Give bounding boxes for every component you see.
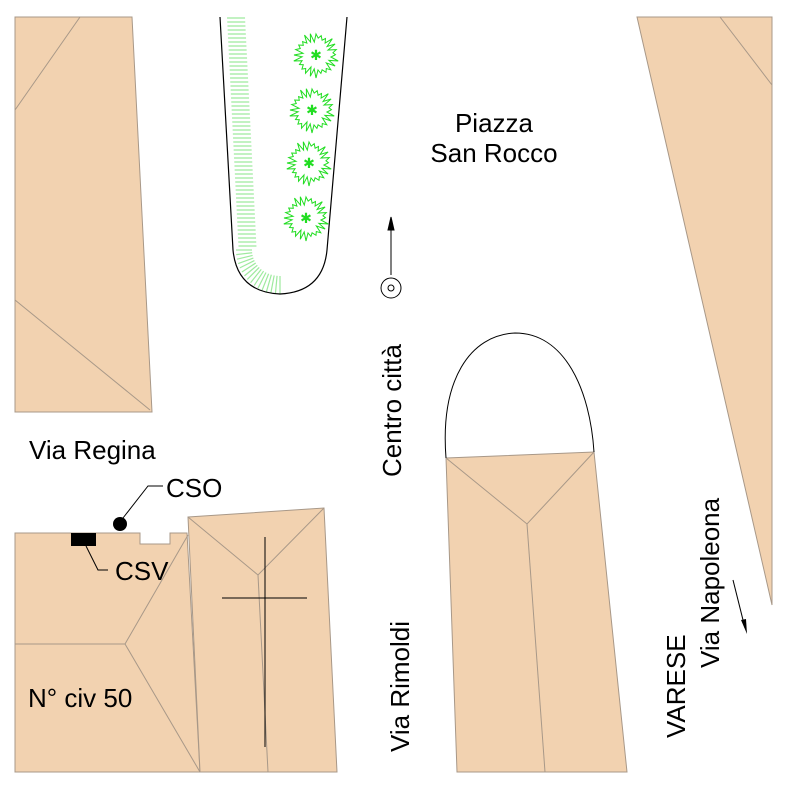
building-civic-50: [14, 532, 201, 773]
label-centro-citta: Centro città: [377, 344, 407, 477]
tree-icon: [289, 87, 335, 134]
north-arrow-icon: [380, 216, 402, 299]
tree-center-icon: ✱: [306, 104, 318, 119]
church-cross: [222, 537, 307, 747]
tree-icon: [283, 195, 329, 242]
csv-marker: [71, 533, 108, 571]
label-csv: CSV: [115, 556, 169, 586]
building-top-left: [14, 16, 153, 413]
center-arch-outline: [444, 332, 595, 459]
grass-hatching: [227, 17, 281, 294]
traffic-island: ✱ ✱ ✱ ✱: [219, 16, 348, 295]
label-piazza: Piazza: [455, 108, 534, 138]
label-via-rimoldi: Via Rimoldi: [385, 621, 415, 752]
tree-center-icon: ✱: [300, 212, 312, 227]
csv-valve-icon: [71, 533, 96, 546]
label-civic-number: N° civ 50: [28, 683, 132, 713]
tree-icon: [293, 32, 339, 79]
label-via-napoleona: Via Napoleona: [695, 497, 725, 668]
building-center: [445, 451, 628, 773]
label-varese: VARESE: [661, 634, 691, 738]
label-via-regina: Via Regina: [29, 435, 156, 465]
one-way-arrow-icon: [732, 579, 747, 634]
cso-marker: [113, 485, 163, 531]
tree-center-icon: ✱: [303, 157, 315, 172]
building-top-right: [636, 16, 773, 606]
label-cso: CSO: [166, 473, 222, 503]
cso-manhole-icon: [113, 517, 127, 531]
tree-row: ✱ ✱ ✱ ✱: [283, 32, 339, 242]
tree-center-icon: ✱: [310, 49, 322, 64]
label-san-rocco: San Rocco: [430, 138, 557, 168]
building-church: [187, 507, 338, 773]
tree-icon: [286, 140, 332, 187]
